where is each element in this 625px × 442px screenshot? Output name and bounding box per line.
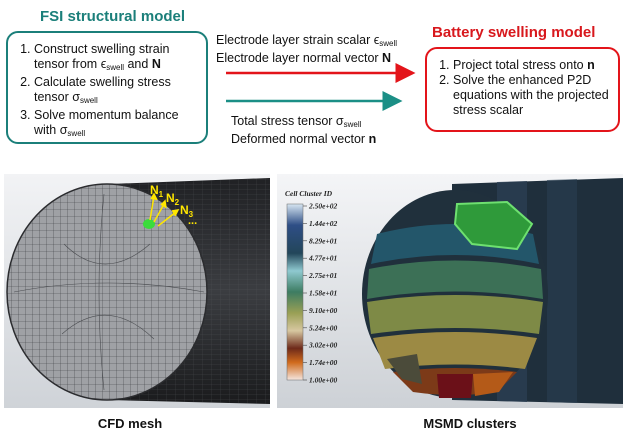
legend-value: 1.44e+02 <box>309 219 337 228</box>
cfd-caption: CFD mesh <box>40 416 220 431</box>
legend-value: 9.10e+00 <box>309 306 337 315</box>
legend-value: 8.29e+01 <box>309 236 337 245</box>
legend-value: 2.50e+02 <box>308 202 337 211</box>
arrows-svg <box>0 0 625 160</box>
cfd-mesh-face <box>7 184 207 400</box>
legend-value: 2.75e+01 <box>308 271 337 280</box>
legend-value: 3.02e+00 <box>308 341 337 350</box>
legend-value: 1.00e+00 <box>309 376 337 385</box>
legend-value: 1.74e+00 <box>309 358 337 367</box>
legend-title: Cell Cluster ID <box>285 189 333 198</box>
msmd-clusters-image: Cell Cluster ID 2.50e+02 1.44e+02 8.29e+01… <box>277 174 623 408</box>
normal-subscript: 2 <box>175 198 180 207</box>
normal-subscript: 1 <box>159 190 164 199</box>
legend-value: 5.24e+00 <box>309 323 337 332</box>
cfd-highlight-patch <box>143 219 155 229</box>
legend-colorbar <box>287 204 303 380</box>
msmd-cluster-face <box>362 190 548 398</box>
legend-value: 4.77e+01 <box>308 254 337 263</box>
normal-label: ... <box>188 215 197 227</box>
msmd-caption: MSMD clusters <box>380 416 560 431</box>
legend-value: 1.58e+01 <box>309 289 337 298</box>
